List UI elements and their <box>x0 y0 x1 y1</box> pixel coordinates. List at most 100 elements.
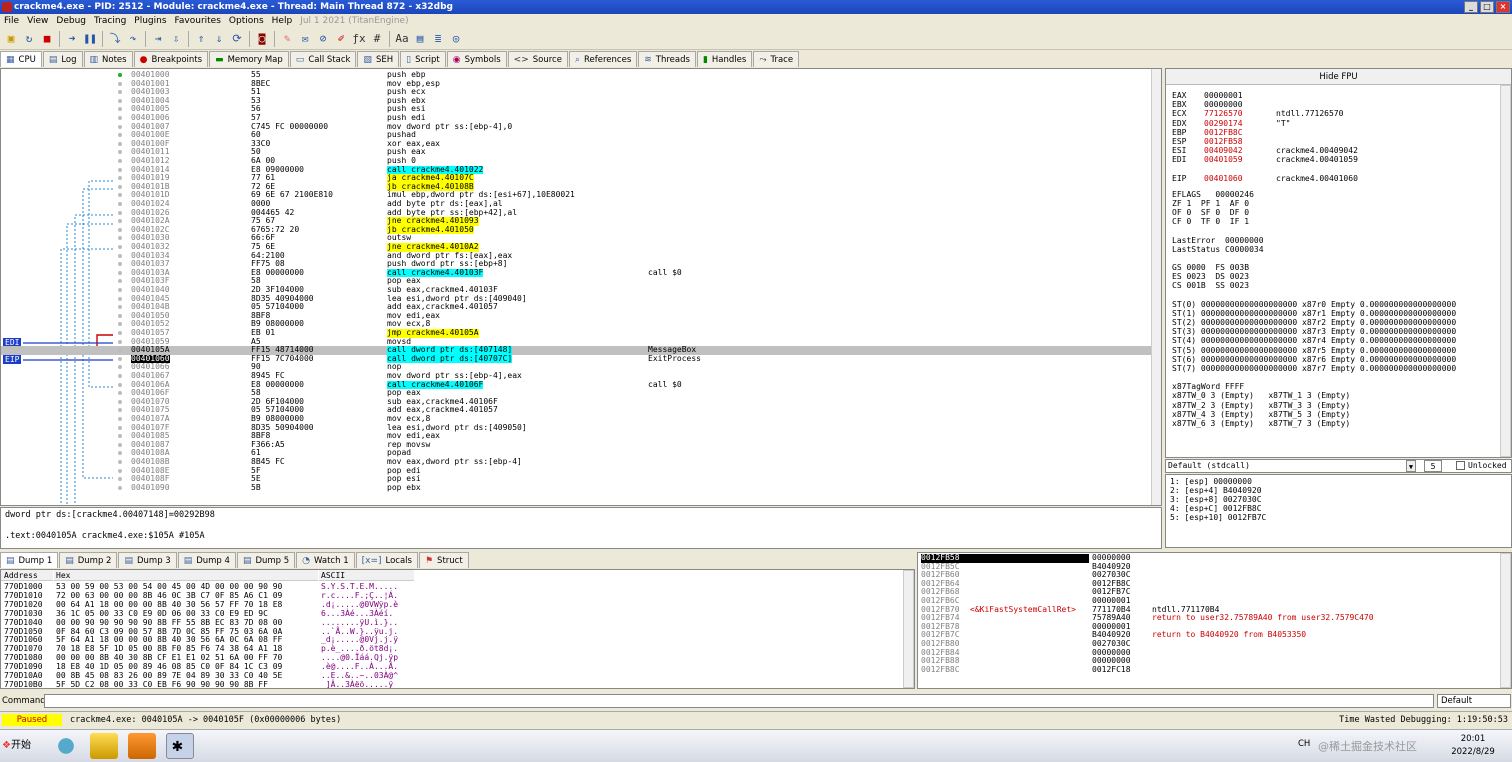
tab-dump-5[interactable]: ▤Dump 5 <box>236 552 296 568</box>
breakpoint-dot[interactable] <box>118 425 122 430</box>
breakpoint-dot[interactable] <box>118 485 122 490</box>
breakpoint-dot[interactable] <box>118 442 122 447</box>
start-button[interactable]: ❖开始 <box>2 740 31 751</box>
internet-explorer-icon[interactable] <box>52 733 80 759</box>
breakpoint-dot[interactable] <box>118 322 122 327</box>
breakpoint-dot[interactable] <box>118 184 122 189</box>
breakpoint-dot[interactable] <box>118 374 122 378</box>
breakpoint-dot[interactable] <box>118 98 122 103</box>
trace-into-icon[interactable]: ⇑ <box>197 31 205 45</box>
flags-line[interactable]: OF 0 SF 0 DF 0 <box>1172 208 1250 218</box>
flags-line[interactable]: ZF 1 PF 1 AF 0 <box>1172 199 1250 208</box>
breakpoint-dot[interactable] <box>118 73 122 77</box>
breakpoint-dot[interactable] <box>118 107 122 112</box>
tab-dump-3[interactable]: ▤Dump 3 <box>118 552 177 568</box>
tab-struct[interactable]: ⚑Struct <box>418 552 469 568</box>
breakpoint-dot[interactable] <box>118 253 122 258</box>
segment-line[interactable]: CS 001B SS 0023 <box>1172 281 1250 291</box>
menu-file[interactable]: File <box>4 16 20 26</box>
tagword-row[interactable]: x87TW_2 3 (Empty) x87TW_3 3 (Empty) <box>1172 400 1351 410</box>
breakpoint-dot[interactable] <box>118 193 122 198</box>
pause-icon[interactable]: ❚❚ <box>83 31 97 45</box>
tab-threads[interactable]: ≋Threads <box>638 51 696 67</box>
breakpoint-dot[interactable] <box>118 90 122 95</box>
bookmarks-icon[interactable]: ✐ <box>337 31 345 45</box>
menu-tracing[interactable]: Tracing <box>94 16 127 26</box>
breakpoint-dot[interactable] <box>118 124 122 129</box>
breakpoint-dot[interactable] <box>118 159 122 163</box>
tab-trace[interactable]: ⤳Trace <box>753 51 800 67</box>
restart-icon[interactable]: ↻ <box>25 31 33 45</box>
tab-handles[interactable]: ▮Handles <box>696 51 753 67</box>
trace-over-icon[interactable]: ⇓ <box>215 31 223 45</box>
close-icon[interactable]: ■ <box>43 31 51 45</box>
breakpoint-dot[interactable] <box>118 417 122 421</box>
help-icon[interactable]: ◎ <box>452 31 460 45</box>
breakpoint-dot[interactable] <box>118 356 122 361</box>
menu-favourites[interactable]: Favourites <box>174 16 221 26</box>
menu-options[interactable]: Options <box>228 16 264 26</box>
breakpoint-dot[interactable] <box>118 133 122 138</box>
breakpoint-dot[interactable] <box>118 81 122 86</box>
menu-view[interactable]: View <box>27 16 49 26</box>
patch-icon[interactable]: ✎ <box>283 31 291 45</box>
fpu-register-row[interactable]: ST(3) 00000000000000000000 x87r3 Empty 0… <box>1172 327 1457 337</box>
functions-icon[interactable]: ƒx <box>352 31 366 45</box>
minimize-button[interactable]: _ <box>1464 1 1478 13</box>
tab-source[interactable]: <>Source <box>507 51 568 67</box>
breakpoint-dot[interactable] <box>118 305 122 310</box>
breakpoint-dot[interactable] <box>118 451 122 456</box>
stack-argument-row[interactable]: 2: [esp+4] B4040920 <box>1170 486 1262 495</box>
stack-argument-row[interactable]: 1: [esp] 00000000 <box>1170 477 1252 486</box>
breakpoint-dot[interactable] <box>118 150 122 155</box>
tab-log[interactable]: ▤Log <box>42 51 83 67</box>
segment-line[interactable]: GS 0000 FS 003B <box>1172 263 1250 272</box>
disassembly-scrollbar[interactable] <box>1151 69 1161 505</box>
